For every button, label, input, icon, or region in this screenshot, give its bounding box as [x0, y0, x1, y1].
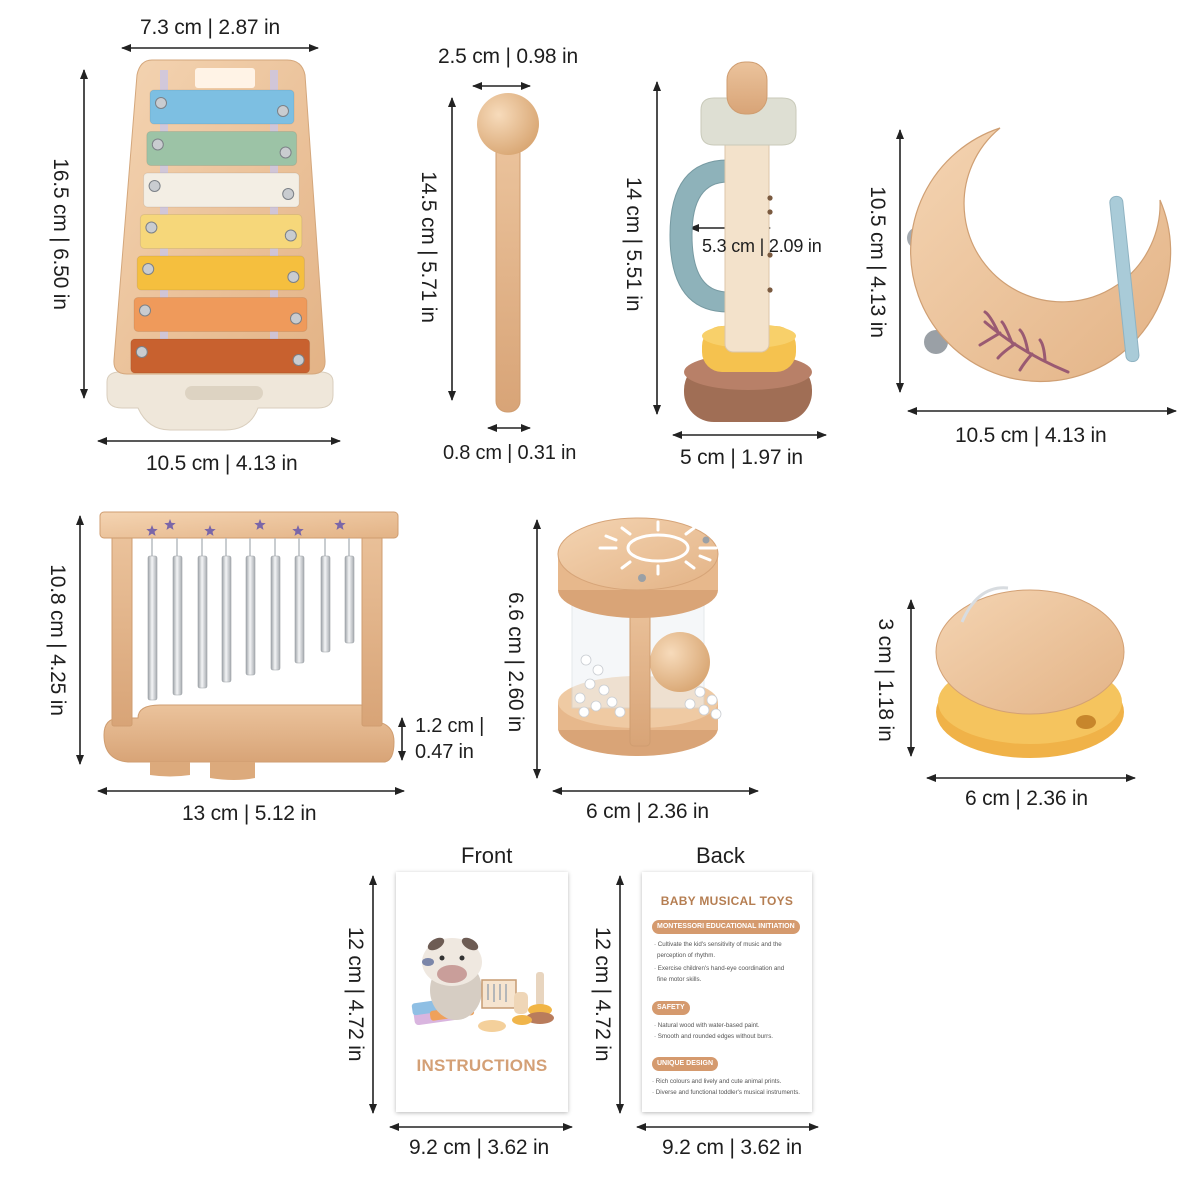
manual-bullet: · Natural wood with water-based paint.	[654, 1022, 760, 1029]
manual-bullet: fine motor skills.	[657, 976, 702, 983]
trumpet-handle-label: 5.3 cm | 2.09 in	[702, 236, 822, 256]
star-icon	[146, 525, 158, 536]
mallet-handle-label: 0.8 cm | 0.31 in	[443, 442, 577, 464]
chime-tube	[245, 555, 256, 676]
xylophone-base-width-label: 10.5 cm | 4.13 in	[146, 452, 298, 475]
castanet-width-label: 6 cm | 2.36 in	[965, 787, 1088, 810]
moon-height-label: 10.5 cm | 4.13 in	[866, 186, 889, 338]
moon-width-label: 10.5 cm | 4.13 in	[955, 424, 1107, 447]
chime-tube	[221, 555, 232, 683]
star-icon	[164, 519, 176, 530]
manual-section-title: UNIQUE DESIGN	[652, 1057, 719, 1071]
xylophone-bar	[146, 131, 298, 166]
manual-back-width-label: 9.2 cm | 3.62 in	[662, 1136, 802, 1159]
chime-tube	[270, 555, 281, 671]
chime-tube	[197, 555, 208, 689]
mallet-illustration	[477, 93, 539, 413]
xylophone-top-width-label: 7.3 cm | 2.87 in	[140, 16, 280, 39]
star-icon	[204, 525, 216, 536]
rattle-illustration	[557, 517, 722, 756]
xylophone-bar	[136, 255, 305, 291]
manual-back-height-label: 12 cm | 4.72 in	[591, 926, 614, 1062]
manual-bullet: · Cultivate the kid's sensitivity of mus…	[654, 941, 782, 948]
chime-tube	[147, 555, 158, 701]
trumpet-illustration	[669, 61, 812, 422]
manual-section-title: MONTESSORI EDUCATIONAL INITIATION	[652, 920, 800, 934]
chimes-base-label-line1: 1.2 cm |	[415, 715, 485, 737]
manual-section-title: SAFETY	[652, 1001, 690, 1015]
manual-bullet: perception of rhythm.	[657, 952, 716, 959]
xylophone-bar	[143, 172, 300, 208]
trumpet-base-label: 5 cm | 1.97 in	[680, 446, 803, 469]
xylophone-bar	[133, 297, 308, 332]
xylophone-bar	[130, 338, 311, 374]
trumpet-height-label: 14 cm | 5.51 in	[622, 176, 645, 312]
manual-front-width-label: 9.2 cm | 3.62 in	[409, 1136, 549, 1159]
xylophone-bar	[149, 89, 295, 125]
rattle-width-label: 6 cm | 2.36 in	[586, 800, 709, 823]
manual-bullet: · Rich colours and lively and cute anima…	[652, 1078, 782, 1085]
castanet-height-label: 3 cm | 1.18 in	[874, 618, 897, 742]
xylophone-height-label: 16.5 cm | 6.50 in	[49, 158, 72, 310]
chimes-height-label: 10.8 cm | 4.25 in	[46, 564, 69, 716]
chime-tube	[172, 555, 183, 696]
manual-bullet: · Exercise children's hand-eye coordinat…	[654, 965, 785, 972]
moon-tambourine-illustration	[907, 127, 1172, 383]
manual-bullet: · Diverse and functional toddler's music…	[652, 1089, 801, 1096]
xylophone-illustration	[106, 59, 334, 431]
mallet-head-label: 2.5 cm | 0.98 in	[438, 45, 578, 68]
manual-front-title: INSTRUCTIONS	[416, 1056, 548, 1075]
mallet-length-label: 14.5 cm | 5.71 in	[417, 171, 440, 323]
chimes-width-label: 13 cm | 5.12 in	[182, 802, 317, 825]
star-icon	[292, 525, 304, 536]
manual-bullet: · Smooth and rounded edges without burrs…	[654, 1033, 774, 1040]
manual-back-title: BABY MUSICAL TOYS	[660, 894, 794, 908]
manual-front-height-label: 12 cm | 4.72 in	[344, 926, 367, 1062]
manual-back-heading: Back	[696, 843, 745, 868]
star-icon	[334, 519, 346, 530]
chime-tube	[320, 555, 331, 653]
chimes-base-label-line2: 0.47 in	[415, 741, 474, 763]
rattle-height-label: 6.6 cm | 2.60 in	[504, 592, 527, 732]
chimes-illustration	[99, 511, 399, 780]
chime-tube	[294, 555, 305, 664]
manual-front-card: INSTRUCTIONS	[396, 872, 568, 1112]
manual-front-art	[411, 937, 554, 1032]
star-icon	[254, 519, 266, 530]
manual-front-heading: Front	[461, 843, 513, 868]
chime-tube	[344, 555, 355, 644]
castanet-illustration	[935, 586, 1125, 758]
dimension-arrows	[76, 44, 1177, 1131]
xylophone-bar	[139, 214, 303, 249]
manual-back-card: BABY MUSICAL TOYS MONTESSORI EDUCATIONAL…	[642, 872, 812, 1112]
